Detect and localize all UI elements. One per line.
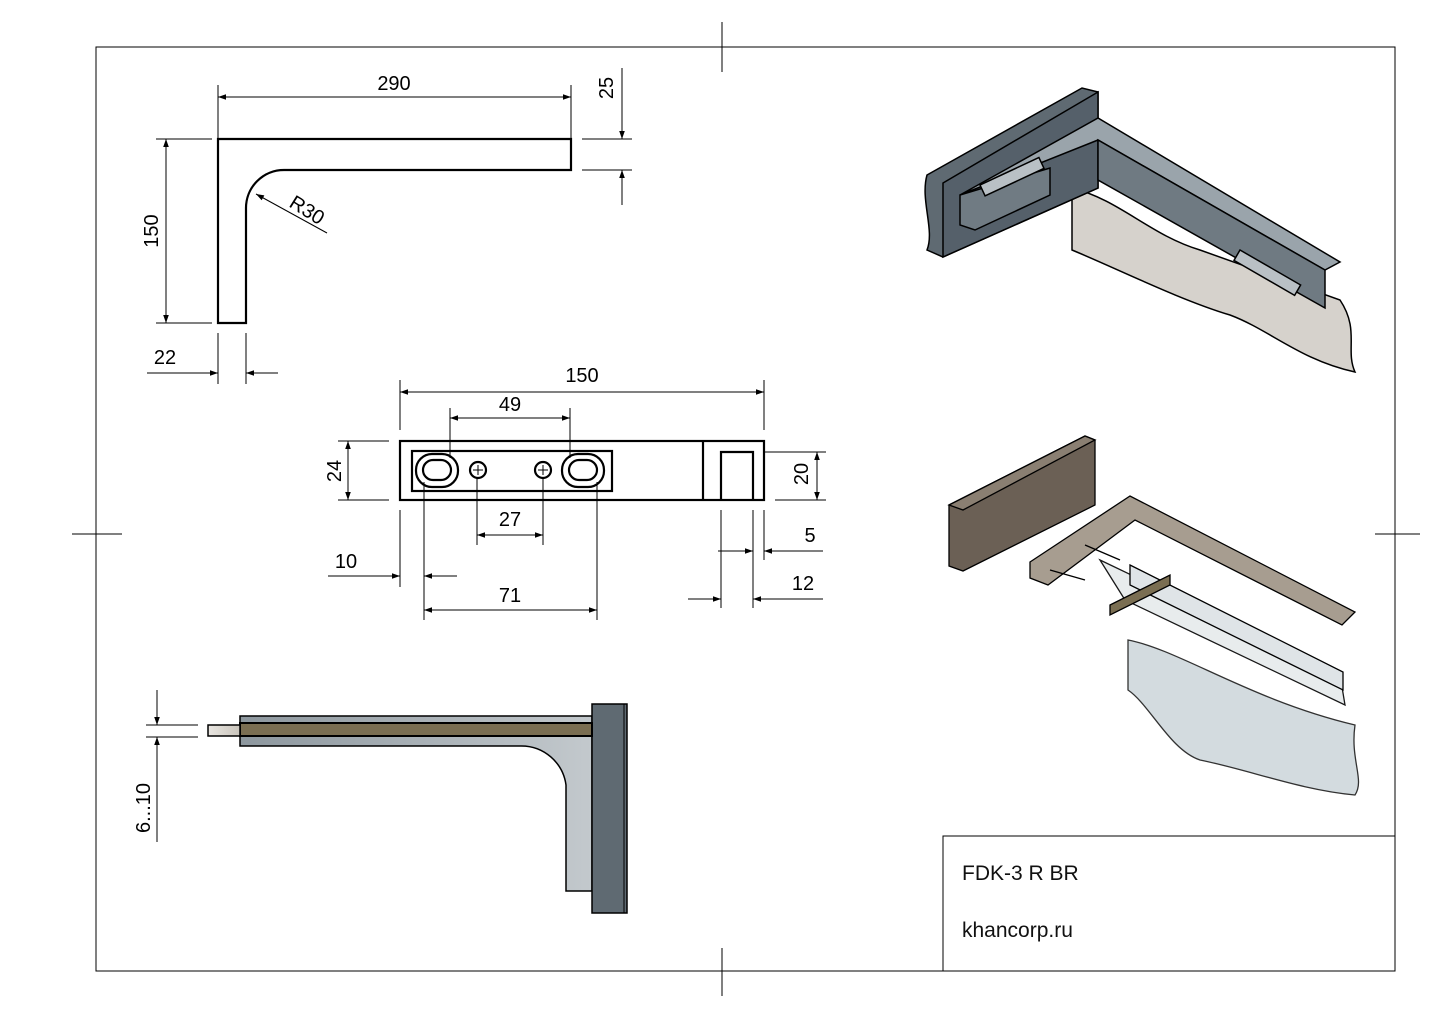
bracket-body (1029, 495, 1357, 626)
center-marks (72, 22, 1420, 996)
dim-length: 150 (565, 365, 598, 387)
dim-height: 150 (141, 214, 163, 247)
plan-view: 150 49 24 20 27 10 71 5 12 (324, 365, 826, 620)
dim-thickness: 25 (596, 77, 618, 99)
glass-panel (1127, 639, 1360, 796)
dim-edge-offset: 10 (335, 551, 357, 573)
bracket-top (959, 117, 1342, 271)
section-view: 6...10 (133, 690, 628, 914)
mounting-slot (414, 452, 460, 489)
title-block: FDK-3 R BR khancorp.ru (942, 835, 1396, 972)
website: khancorp.ru (962, 919, 1073, 942)
gasket (1129, 563, 1344, 692)
dim-leg-width: 22 (154, 347, 176, 369)
glass-edge (207, 724, 241, 737)
shim (1109, 573, 1171, 617)
dim-width: 290 (377, 73, 410, 95)
dim-notch-width: 5 (804, 525, 815, 547)
isometric-assembled-view (924, 87, 1357, 374)
dim-radius: R30 (285, 192, 328, 230)
glass-panel (1071, 187, 1357, 374)
glass-strip (239, 722, 593, 737)
magnet-insert (1232, 248, 1302, 297)
dim-slot-height: 20 (791, 463, 813, 485)
dim-hole-spacing: 27 (499, 509, 521, 531)
part-number: FDK-3 R BR (962, 862, 1079, 885)
sheet-frame (95, 46, 1396, 972)
bracket-body (239, 715, 593, 892)
dim-plan-height: 24 (324, 460, 346, 482)
side-profile-view: 290 25 150 R30 22 (141, 68, 632, 384)
isometric-exploded-view (947, 435, 1360, 796)
mounting-slot (560, 452, 606, 489)
dim-slot-spacing: 49 (499, 394, 521, 416)
wall-plate (591, 703, 628, 914)
dim-slot-outer: 71 (499, 585, 521, 607)
dim-glass-range: 6...10 (133, 783, 155, 833)
dim-notch-offset: 12 (792, 573, 814, 595)
magnet-insert (979, 156, 1045, 197)
screw-hole (468, 460, 488, 480)
screw-hole (533, 460, 553, 480)
